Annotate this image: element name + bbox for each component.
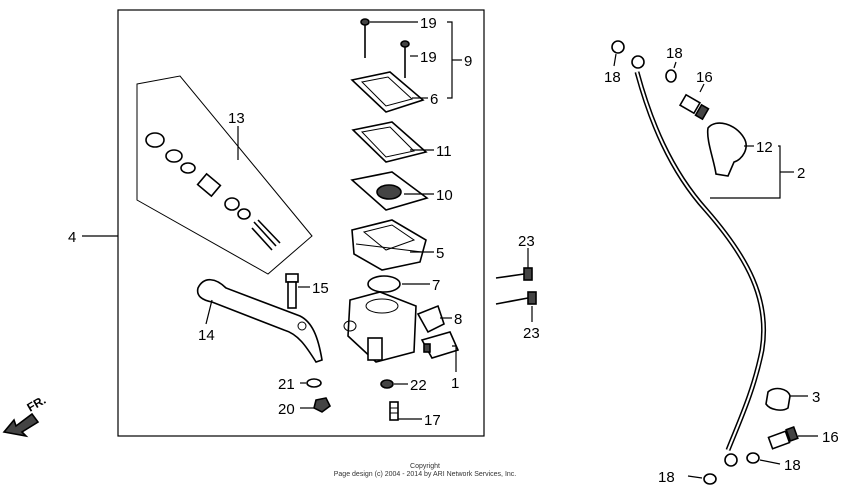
nut-20[interactable] bbox=[313, 397, 332, 413]
callout-6: 6 bbox=[430, 91, 438, 108]
piston-set-13[interactable] bbox=[145, 132, 281, 251]
callout-22: 22 bbox=[410, 377, 427, 394]
callout-2: 2 bbox=[797, 165, 805, 182]
direction-label: FR. bbox=[25, 393, 49, 415]
plate-11[interactable] bbox=[351, 121, 428, 163]
reservoir-5[interactable] bbox=[351, 219, 427, 271]
callout-8: 8 bbox=[454, 311, 462, 328]
callout-15: 15 bbox=[312, 280, 329, 297]
brake-hose-inner bbox=[636, 71, 765, 451]
callout-14: 14 bbox=[198, 327, 215, 344]
callout-16b: 16 bbox=[822, 429, 839, 446]
callout-5: 5 bbox=[436, 245, 444, 262]
callout-3: 3 bbox=[812, 389, 820, 406]
reservoir-cover-6[interactable] bbox=[350, 71, 425, 113]
washer-18a[interactable] bbox=[611, 40, 625, 54]
diaphragm-10[interactable] bbox=[350, 171, 429, 211]
washer-18d[interactable] bbox=[703, 473, 717, 485]
hose-clamp-3[interactable] bbox=[765, 387, 791, 411]
callout-17: 17 bbox=[424, 412, 441, 429]
washer-18c[interactable] bbox=[746, 452, 760, 464]
callout-11: 11 bbox=[436, 143, 452, 160]
holder-1[interactable] bbox=[420, 331, 460, 359]
callout-4: 4 bbox=[68, 229, 76, 246]
callout-12: 12 bbox=[756, 139, 773, 156]
callout-1: 1 bbox=[451, 375, 459, 392]
pivot-bolt-15[interactable] bbox=[285, 273, 299, 309]
master-cylinder-body-1[interactable] bbox=[343, 291, 417, 363]
callout-18d: 18 bbox=[658, 469, 675, 486]
bleed-screw-17[interactable] bbox=[389, 401, 399, 421]
brake-lever-14[interactable] bbox=[196, 278, 323, 363]
callout-9: 9 bbox=[464, 53, 472, 70]
callout-13: 13 bbox=[228, 110, 245, 127]
screw-19b[interactable] bbox=[400, 40, 410, 78]
callout-10: 10 bbox=[436, 187, 453, 204]
callout-18a: 18 bbox=[604, 69, 621, 86]
hose-lower-fitting[interactable] bbox=[724, 453, 738, 467]
callout-21: 21 bbox=[278, 376, 295, 393]
leader-lines bbox=[82, 21, 818, 479]
bolt-23a[interactable] bbox=[495, 267, 533, 281]
copyright-notice: Page design (c) 2004 - 2014 by ARI Netwo… bbox=[333, 471, 517, 478]
callout-18c: 18 bbox=[784, 457, 801, 474]
assembly-frame bbox=[117, 9, 485, 437]
callout-19b: 19 bbox=[420, 49, 437, 66]
screw-19a[interactable] bbox=[360, 18, 370, 58]
callout-23b: 23 bbox=[523, 325, 540, 342]
boot-12[interactable] bbox=[706, 122, 747, 177]
callout-19a: 19 bbox=[420, 15, 437, 32]
clamp-8[interactable] bbox=[416, 304, 445, 334]
oil-bolt-16b[interactable] bbox=[767, 425, 799, 450]
oil-bolt-16a[interactable] bbox=[678, 93, 710, 121]
callout-23a: 23 bbox=[518, 233, 535, 250]
front-direction-arrow: FR. bbox=[2, 393, 49, 438]
subassembly-frame bbox=[136, 75, 313, 275]
callout-18b: 18 bbox=[666, 45, 683, 62]
hose-upper-fitting[interactable] bbox=[631, 55, 645, 69]
copyright-line: Copyright bbox=[410, 463, 440, 470]
callout-7: 7 bbox=[432, 277, 440, 294]
o-ring-7[interactable] bbox=[367, 275, 401, 293]
bolt-23b[interactable] bbox=[495, 291, 537, 305]
washer-18b[interactable] bbox=[665, 69, 677, 83]
callout-16a: 16 bbox=[696, 69, 713, 86]
lever-pivot-hole bbox=[297, 321, 307, 331]
callout-20: 20 bbox=[278, 401, 295, 418]
washer-21[interactable] bbox=[306, 378, 322, 388]
washer-22[interactable] bbox=[380, 379, 394, 389]
